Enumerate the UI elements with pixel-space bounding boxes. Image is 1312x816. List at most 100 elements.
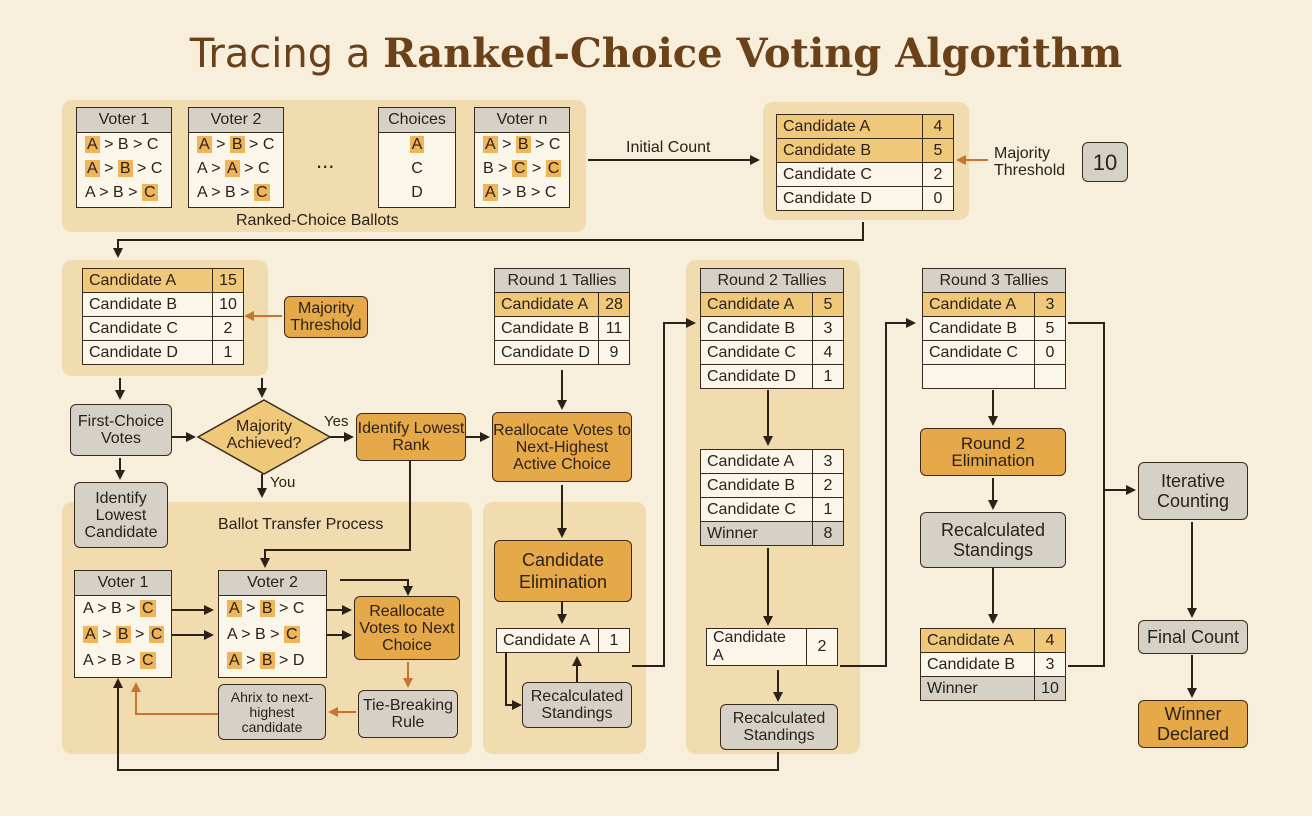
transfer-title: Ballot Transfer Process [218,516,384,533]
ballot-row: A > B > D [227,652,305,669]
cell-value: 4 [922,114,954,139]
ballot-row: D [411,184,423,201]
cell-name: Candidate A [920,628,1035,653]
cell-name: Candidate C [922,340,1035,365]
ballots-caption: Ranked-Choice Ballots [236,212,399,229]
tie-breaking-rule: Tie-Breaking Rule [358,690,458,738]
ballot-row: A > B > C [227,600,305,617]
first-choice-votes: First-Choice Votes [70,404,172,456]
cell-name: Candidate C [82,316,213,341]
cell-name: Candidate D [776,186,923,211]
cell-value: 28 [598,292,630,317]
threshold-value: 10 [1082,142,1128,182]
ballot-header: Voter 1 [75,571,171,596]
cell-name: Candidate A [922,292,1035,317]
cell-value: 0 [1034,340,1066,365]
ballot-row: A > B > C [83,652,156,669]
cell-value: 3 [812,316,844,341]
cell-value: 1 [212,340,244,365]
ballots-ellipsis: ... [316,148,335,173]
cell-name: Winner [700,521,813,546]
cell-value: 5 [922,138,954,163]
round2-elimination: Round 2 Elimination [920,428,1066,476]
ballot-row: A > B > C [197,136,275,153]
ahrix-note: Ahrix to next-highest candidate [218,684,326,740]
ballot-row: A > B > C [85,136,159,153]
ballot-header: Voter 2 [219,571,326,596]
majority-threshold-label: Majority Threshold [994,145,1066,179]
cell-name: Candidate B [700,316,813,341]
winner-declared: Winner Declared [1138,700,1248,748]
cell-value: 3 [1034,292,1066,317]
cell-value: 2 [922,162,954,187]
cell-name: Candidate A [700,292,813,317]
ballot-row: A > B > C [83,600,156,617]
ballot-row: A > A > C [197,160,270,177]
initial-count-label: Initial Count [626,139,711,156]
cell-value: 4 [812,340,844,365]
cell-value: 5 [1034,316,1066,341]
ballot-row: A > B > C [85,160,163,177]
round1-recalc: Recalculated Standings [522,682,632,728]
cell-value: 4 [1034,628,1066,653]
candidate-elimination: Candidate Elimination [494,540,632,602]
title-bold: Ranked-Choice Voting Algorithm [383,30,1123,77]
cell-value: 2 [212,316,244,341]
transfer-voter-2: Voter 2 A > B > C A > B > C A > B > D [218,570,327,678]
cell-name: Candidate B [494,316,599,341]
ballot-voter-1: Voter 1 A > B > C A > B > C A > B > C [76,107,172,208]
ballot-row: A > B > C [227,626,300,643]
ballot-voter-2: Voter 2 A > B > C A > A > C A > B > C [188,107,284,208]
cell-value: 3 [1034,652,1066,677]
cell-name: Candidate C [700,497,813,522]
ballot-header: Voter n [475,108,569,133]
cell-value: 2 [806,628,838,666]
round3-recalc: Recalculated Standings [920,512,1066,568]
ballot-header: Voter 1 [77,108,171,133]
yes-label: Yes [324,413,349,430]
cell-name: Candidate A [82,268,213,293]
page-title: Tracing a Ranked-Choice Voting Algorithm [0,30,1312,77]
cell-name: Candidate C [776,162,923,187]
majority-threshold-box: Majority Threshold [284,296,368,338]
cell-name: Candidate A [776,114,923,139]
cell-name: Candidate B [776,138,923,163]
reallocate-next-choice: Reallocate Votes to Next Choice [354,596,460,660]
cell-name: Candidate B [82,292,213,317]
ballot-row: A [409,136,425,153]
cell-name: Candidate D [494,340,599,365]
ballot-row: B > C > C [483,160,562,177]
you-label: You [270,474,296,491]
ballot-row: C [411,160,423,177]
cell-value: 1 [812,364,844,389]
cell-name: Candidate B [922,316,1035,341]
cell-name: Candidate A [494,292,599,317]
ballot-voter-n: Voter n A > B > C B > C > C A > B > C [474,107,570,208]
ballot-choices: Choices A C D [378,107,456,208]
ballot-row: A > B > C [85,184,158,201]
cell-value: 0 [922,186,954,211]
transfer-voter-1: Voter 1 A > B > C A > B > C A > B > C [74,570,172,678]
cell-name: Candidate C [700,340,813,365]
majority-decision-label: Majority Achieved? [226,418,302,452]
cell-value: 9 [598,340,630,365]
round2-recalc: Recalculated Standings [720,704,838,750]
cell-name: Winner [920,676,1035,701]
cell-value: 15 [212,268,244,293]
ballot-header: Voter 2 [189,108,283,133]
cell-value: 3 [812,449,844,474]
final-count: Final Count [1138,620,1248,654]
cell-value: 10 [212,292,244,317]
cell-value: 11 [598,316,630,341]
cell-name: Candidate B [920,652,1035,677]
cell-name: Candidate A [496,628,599,653]
cell-value: 8 [812,521,844,546]
identify-lowest-candidate: Identify Lowest Candidate [74,482,168,548]
